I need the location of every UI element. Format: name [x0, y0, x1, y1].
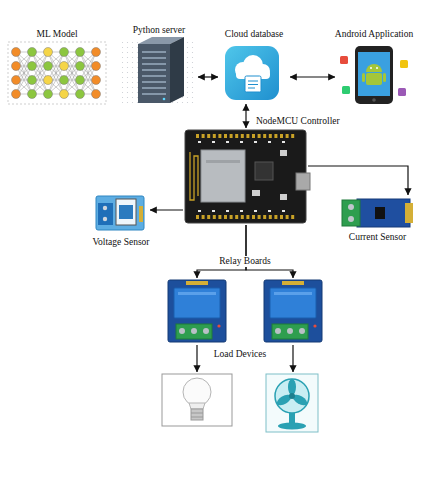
fan-node	[265, 372, 320, 434]
node-label: ML Model	[36, 29, 77, 40]
node-label: Relay Boards	[217, 256, 272, 267]
voltage-sensor-node: Voltage Sensor	[92, 190, 150, 235]
neural-network-picture	[8, 42, 106, 104]
relay-group: Relay Boards	[160, 255, 330, 347]
load-group: Load Devices	[155, 348, 325, 438]
bulb-picture	[162, 374, 232, 426]
voltage-sensor-picture	[96, 196, 144, 230]
connector-arrow	[245, 104, 246, 128]
node-label: NodeMCU Controller	[256, 116, 340, 127]
relay-node	[165, 278, 230, 345]
current-sensor-node: Current Sensor	[340, 195, 415, 230]
connector-arrow	[198, 76, 218, 77]
connector-arrow	[196, 345, 197, 372]
app-node: Android Application	[335, 42, 413, 104]
bulb-node	[160, 372, 235, 427]
relay-node	[262, 278, 325, 345]
current-sensor-picture	[342, 199, 413, 227]
relay-board-pictures	[168, 280, 322, 342]
connector-arrow	[197, 225, 246, 278]
node-label: Python server	[133, 25, 186, 36]
cloud-node: Cloud database	[218, 42, 290, 104]
controller-node: NodeMCU Controller	[183, 128, 308, 225]
fan-picture	[266, 374, 318, 432]
connector-arrow	[246, 225, 293, 278]
server-node: Python server	[120, 38, 198, 104]
connector-arrow	[150, 209, 183, 210]
nodemcu-board-picture	[185, 130, 310, 223]
ml-model-node: ML Model	[8, 42, 106, 104]
connector-arrow	[308, 166, 408, 195]
server-picture	[122, 37, 196, 104]
connector-arrow	[290, 76, 335, 77]
node-label: Voltage Sensor	[92, 237, 149, 248]
connector-arrow	[292, 345, 293, 372]
node-label: Load Devices	[212, 349, 269, 360]
node-label: Current Sensor	[349, 232, 406, 243]
cloud-database-picture	[225, 46, 279, 100]
android-phone-picture	[340, 46, 408, 104]
node-label: Android Application	[335, 29, 413, 40]
node-label: Cloud database	[225, 29, 283, 40]
